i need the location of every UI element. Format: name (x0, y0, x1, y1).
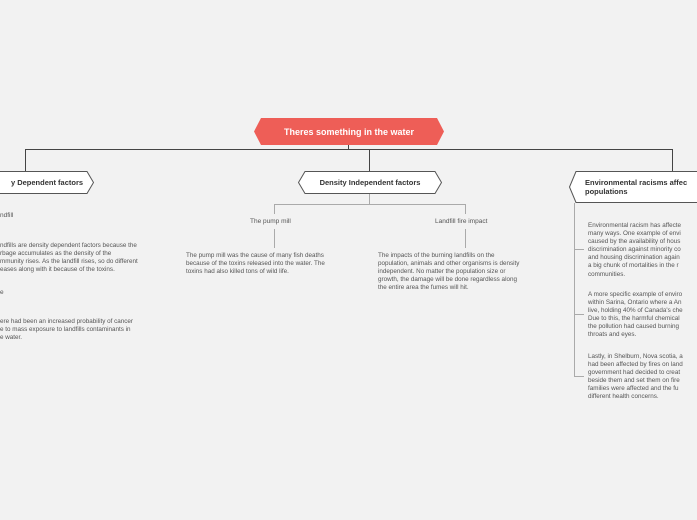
branch-density-dependent[interactable]: y Dependent factors (0, 171, 94, 194)
root-node[interactable]: Theres something in the water (254, 118, 444, 145)
note-text: The impacts of the burning landfills on … (378, 252, 520, 292)
branch-label: y Dependent factors (10, 178, 84, 187)
subtopic-label: ndfill (0, 212, 14, 219)
branch-shape (0, 171, 94, 194)
root-node-shape (254, 118, 444, 145)
note-text: Lastly, in Shelburn, Nova scotia, a had … (588, 353, 683, 401)
note-text: Environmental racism has affecte many wa… (588, 222, 681, 278)
subtopic-label: Landfill fire impact (435, 218, 488, 225)
branch-label: Environmental racisms affec populations (585, 177, 688, 197)
note-text: A more specific example of enviro within… (588, 291, 683, 339)
note-text: The pump mill was the cause of many fish… (186, 252, 325, 276)
note-text: ndfills are density dependent factors be… (0, 242, 138, 274)
subtopic-label: The pump mill (250, 218, 291, 225)
branch-environmental-racism[interactable]: Environmental racisms affec populations (569, 171, 697, 203)
branch-shape (569, 171, 697, 203)
note-text: ere had been an increased probability of… (0, 318, 134, 342)
branch-label: Density Independent factors (319, 178, 421, 187)
branch-density-independent[interactable]: Density Independent factors (298, 171, 442, 194)
root-label: Theres something in the water (283, 126, 415, 137)
subtopic-label: e (0, 289, 4, 296)
branch-shape (298, 171, 442, 194)
